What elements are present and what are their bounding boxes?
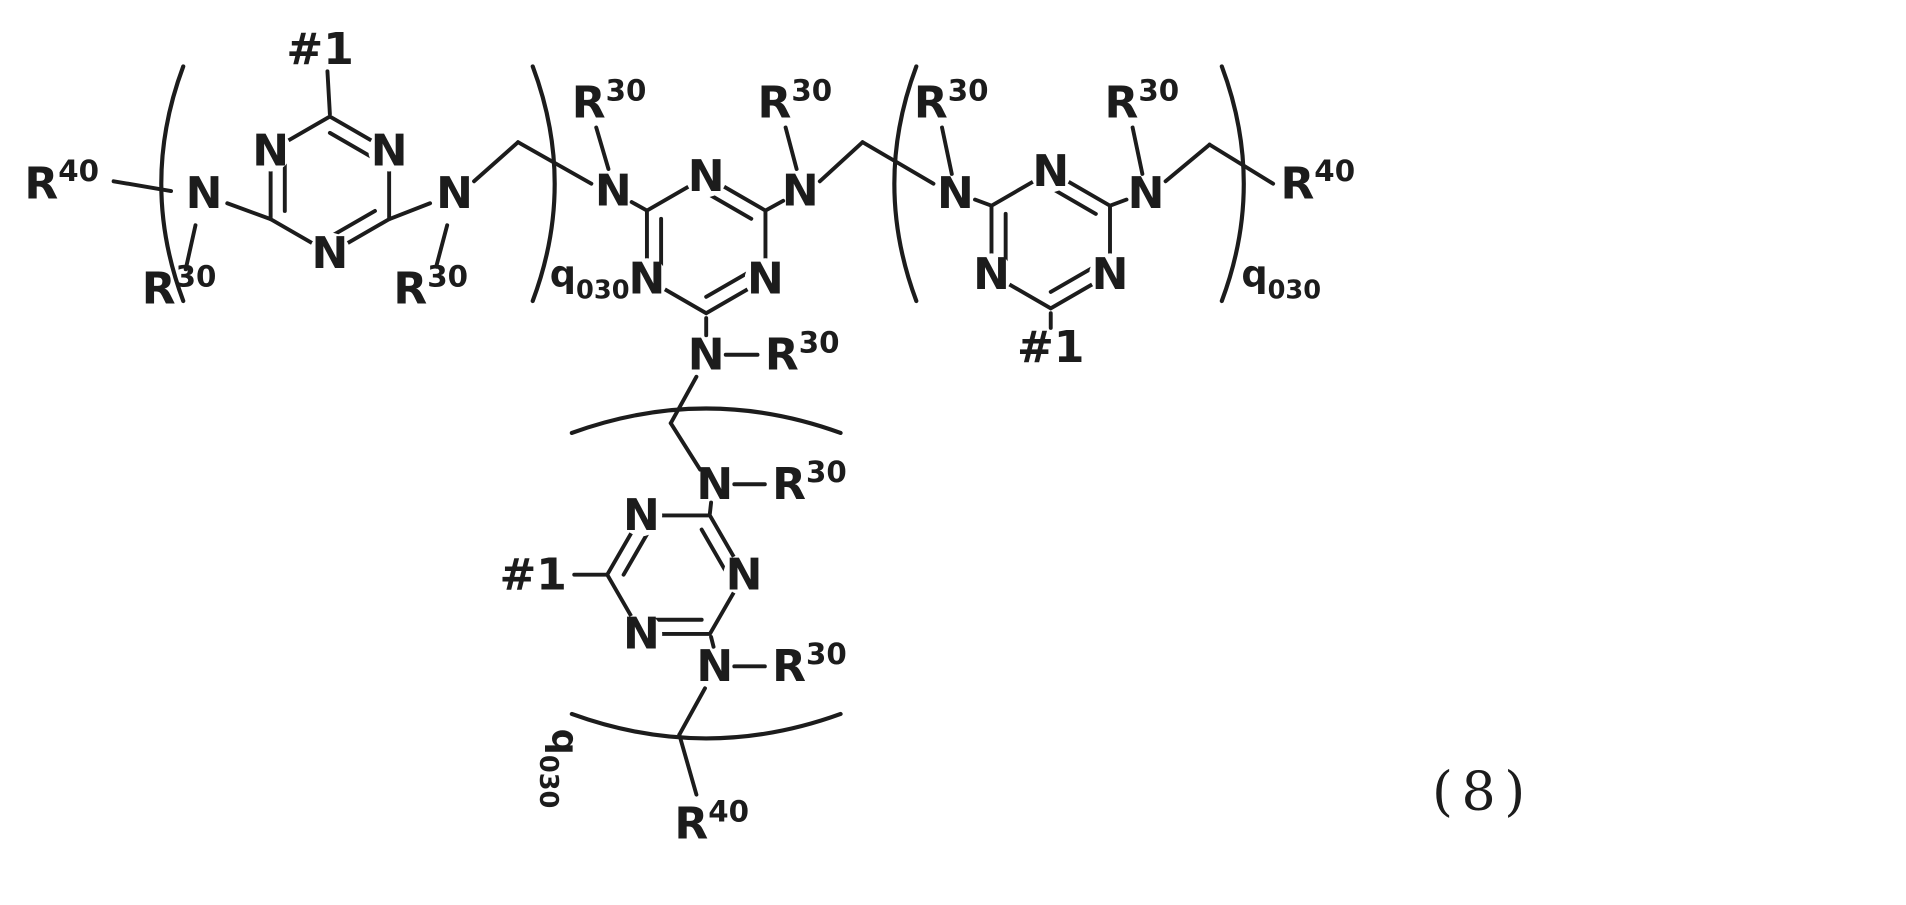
r30-label: R30 [914,74,989,129]
nitrogen-label: N [623,490,660,541]
nitrogen-label: N [629,254,666,305]
nitrogen-label: N [696,641,733,692]
r30-label: R30 [772,455,847,510]
r40-label: R40 [24,154,99,209]
repeat-count-label: q030 [1241,252,1321,305]
open-paren-left-unit [159,64,186,304]
attachment-point-labels: #1 #1 #1 [286,24,1084,600]
nitrogen-label: N [252,125,289,176]
nitrogen-label: N [726,549,763,600]
nitrogen-label: N [973,249,1010,300]
nitrogen-label: N [696,459,733,510]
formula-number: (8) [1432,759,1534,822]
r40-label: R40 [1280,154,1355,209]
repeat-count-label: q030 [533,729,586,809]
repeat-count-label: q030 [550,252,630,305]
repeat-parentheses [159,64,1246,741]
nitrogen-label: N [436,168,473,219]
r40-labels: R40 R40 R40 [24,154,1355,849]
r30-label: R30 [572,74,647,129]
nitrogen-label: N [937,168,974,219]
close-paren-left-unit [530,64,557,304]
r40-label: R40 [674,794,749,849]
open-paren-bottom-unit [569,406,843,436]
triazine-ring-top-right [989,169,1112,311]
nitrogen-label: N [782,166,819,217]
attachment-point-label: #1 [1017,322,1084,373]
open-paren-right-unit [892,64,919,304]
nitrogen-label: N [1128,168,1165,219]
attachment-point-label: #1 [499,549,566,600]
nitrogen-label: N [747,254,784,305]
nitrogen-label: N [371,125,408,176]
attachment-point-label: #1 [286,24,353,75]
r30-label: R30 [1105,74,1180,129]
repeat-count-labels: q030 q030 q030 [533,252,1321,808]
nitrogen-label: N [623,609,660,660]
bond-lines [111,69,1276,797]
close-paren-bottom-unit [569,711,843,741]
nitrogen-label: N [1092,249,1129,300]
nitrogen-label: N [688,151,725,202]
r30-label: R30 [393,259,468,314]
r30-label: R30 [772,637,847,692]
nitrogen-label: N [595,166,632,217]
ring-nitrogen-labels: N N N N N N N N N N N N [252,125,1128,659]
r30-label: R30 [758,74,833,129]
close-paren-right-unit [1219,64,1246,304]
r30-label: R30 [142,259,217,314]
nitrogen-label: N [186,168,223,219]
nitrogen-label: N [311,228,348,279]
r30-label: R30 [765,325,840,380]
nitrogen-label: N [688,329,725,380]
amino-nitrogen-labels: N N N N N N N N N [186,166,1165,692]
atom-label-masks [249,129,1131,655]
triazine-ring-center [644,174,768,316]
r30-labels: R30 R30 R30 R30 R30 R30 R30 R30 R30 [142,74,1179,692]
nitrogen-label: N [1032,146,1069,197]
